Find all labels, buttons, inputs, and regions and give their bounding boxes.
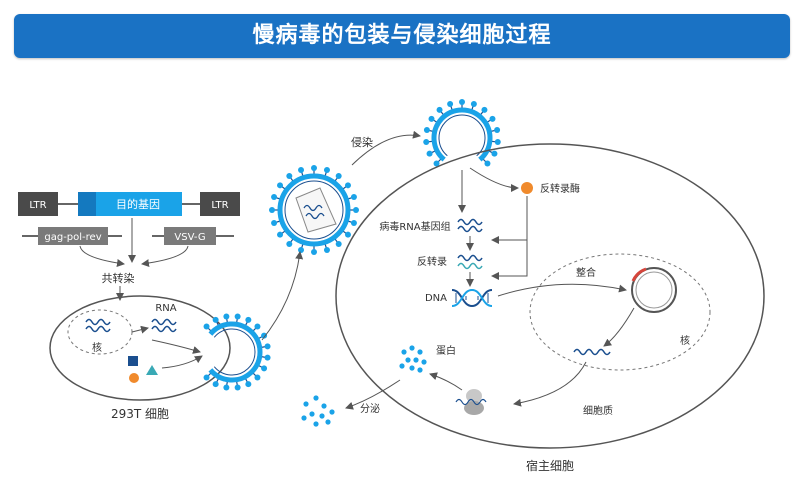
host-cell-label: 宿主细胞 [526,458,574,473]
rna-strand [151,318,177,326]
virus-particle [269,165,359,255]
target-gene-label: 目的基因 [116,197,160,211]
host-nucleus [529,253,711,371]
reverse-transcriptase-label: 反转录酶 [540,182,580,195]
protein-circle [129,373,139,383]
vsvg-label: VSV-G [174,232,205,243]
integrated-genome-circle [631,267,677,313]
secretion-label: 分泌 [360,402,380,415]
reverse-transcription-label: 反转录 [417,255,447,268]
vsvg-box [164,227,216,245]
title-banner: 慢病毒的包装与侵染细胞过程 [14,14,790,58]
integrated-segment [631,267,647,282]
producer-cell-label: 293T 细胞 [111,407,169,421]
reverse-transcriptase-dot [521,182,533,194]
protein-cluster [399,345,427,373]
secreted-protein-cluster [301,395,335,427]
cytoplasm-label: 细胞质 [583,404,613,417]
helper-plasmids: gag-pol-rev VSV-G [22,227,234,245]
rt-strand-rna [457,254,483,262]
ltr-left-label: LTR [29,200,46,211]
gag-pol-rev-label: gag-pol-rev [44,232,101,243]
page-title: 慢病毒的包装与侵染细胞过程 [252,23,552,48]
host-cell: 核 宿主细胞 细胞质 [335,143,765,473]
viral-genome-label: 病毒RNA基因组 [379,220,450,233]
dna-helix [451,288,493,308]
entering-virus [423,99,501,167]
protein-triangle [146,365,158,375]
producer-nucleus-label: 核 [92,341,102,354]
producer-cell: 核 RNA 293T 细胞 [49,295,231,421]
dna-label: DNA [425,293,447,304]
rna-label: RNA [155,303,176,314]
protein-label: 蛋白 [436,344,456,357]
host-cell-membrane [335,143,765,449]
host-nucleus-label: 核 [680,334,690,347]
mrna-strand [573,348,611,356]
protein-square [128,356,138,366]
cotransfection-label: 共转染 [102,271,135,285]
ltr-right-box [200,192,240,216]
plasmid-construct: LTR 目的基因 LTR [18,192,240,216]
ribosome [455,389,487,415]
gag-pol-rev-box [38,227,108,245]
integration-label: 整合 [576,266,596,279]
infection-label: 侵染 [351,135,373,149]
viral-rna-strand [457,218,483,226]
budding-virus [203,313,271,391]
rt-strand-dna [457,262,483,270]
ltr-right-label: LTR [211,200,228,211]
ltr-left-box [18,192,58,216]
